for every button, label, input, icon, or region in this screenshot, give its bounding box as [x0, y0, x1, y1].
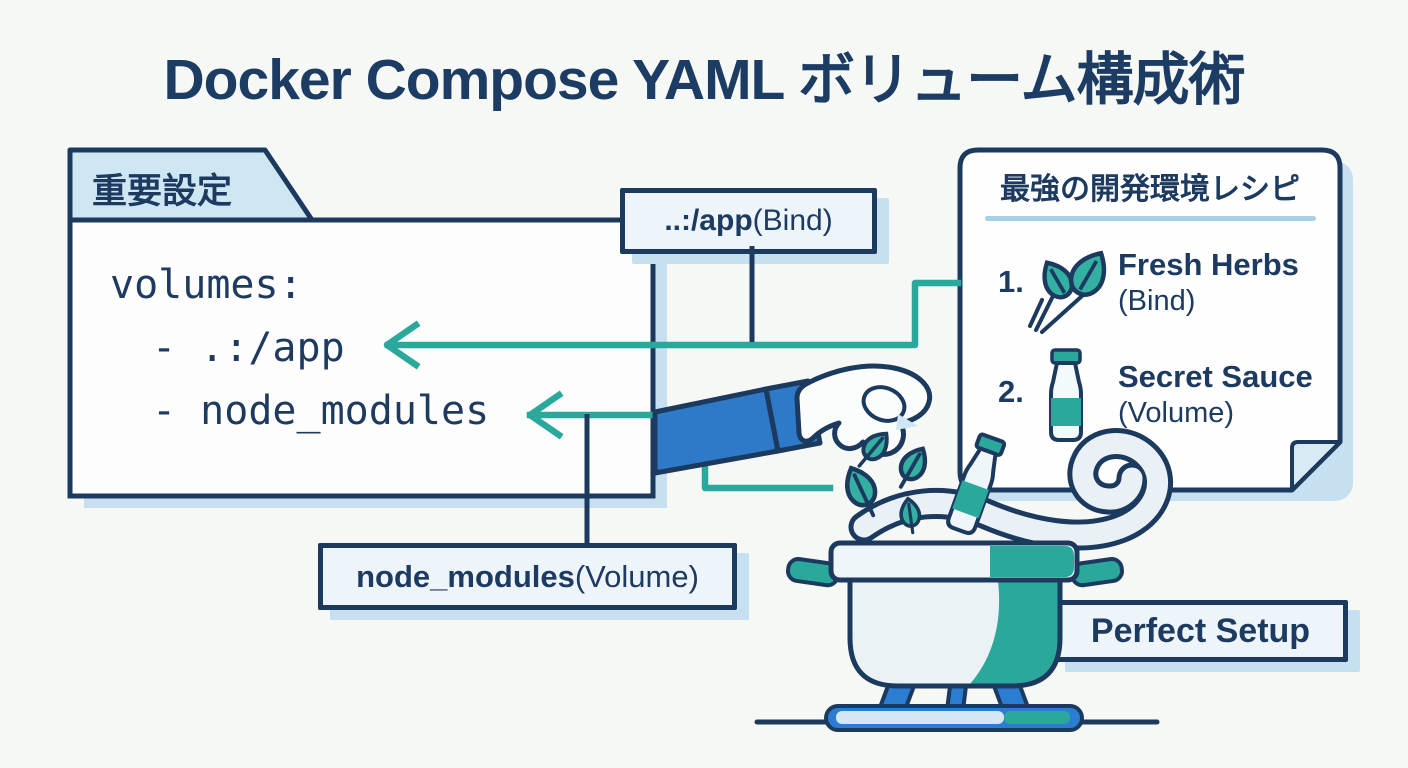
bind-connector-line — [384, 279, 962, 349]
stove-burner-icon — [824, 684, 1084, 732]
sauce-bottle-icon — [1049, 348, 1083, 442]
herbs-icon — [1028, 250, 1107, 334]
volume-label-box: node_modules (Volume) — [318, 543, 737, 610]
bind-label-rest: (Bind) — [752, 204, 833, 237]
falling-leaves-icon — [845, 431, 928, 535]
perfect-setup-label: Perfect Setup — [1090, 611, 1311, 650]
cooking-pot-icon — [785, 540, 1125, 689]
folder-shape — [67, 147, 667, 508]
perfect-setup-box: Perfect Setup — [1053, 600, 1348, 662]
bind-label-box: ..:/app (Bind) — [620, 188, 877, 254]
arrow-left-icon — [526, 390, 564, 440]
volume-label-rest: (Volume) — [574, 558, 699, 594]
bind-label-strong: ..:/app — [664, 204, 753, 237]
falling-bottle-icon — [946, 432, 1007, 535]
folder-body — [67, 217, 656, 499]
volume-label-strong: node_modules — [356, 558, 575, 594]
arrow-left-icon — [383, 320, 421, 370]
hand-pinching-icon — [794, 363, 933, 457]
navy-connectors — [584, 246, 755, 546]
card-dogear-fold — [1290, 440, 1342, 492]
